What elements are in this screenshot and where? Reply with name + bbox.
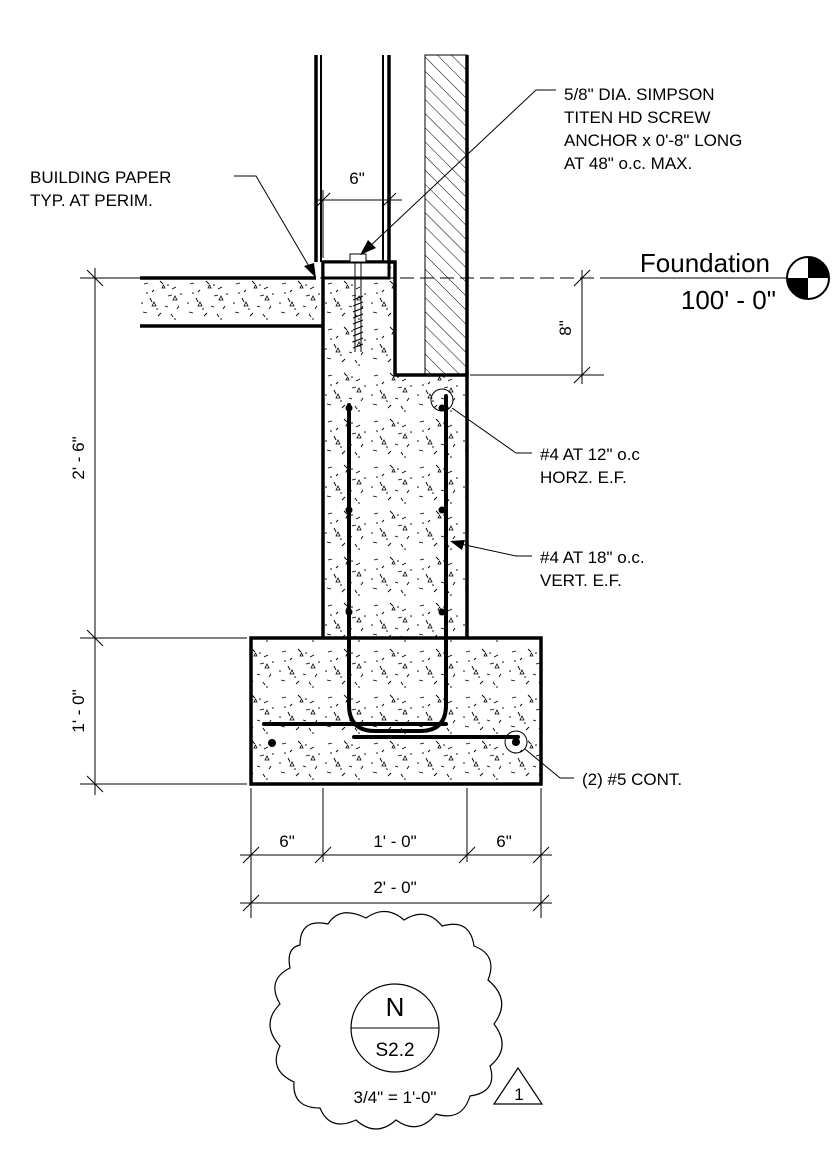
anchor-note-line-2: TITEN HD SCREW	[564, 108, 710, 127]
dim-step-depth-label: 8"	[556, 320, 575, 336]
dim-left-projection-label: 6"	[279, 832, 295, 851]
vert-rebar-note: #4 AT 18" o.c. VERT. E.F.	[450, 540, 649, 590]
anchor-note-line-4: AT 48" o.c. MAX.	[564, 154, 692, 173]
svg-text:BUILDING PAPER TYP. AT P: BUILDING PAPER TYP. AT PERIM.	[30, 168, 176, 210]
dimension-wall-height: 2' - 6" 1' - 0"	[69, 268, 247, 795]
building-paper-note-line-2: TYP. AT PERIM.	[30, 191, 153, 210]
vert-rebar-note-line-1: #4 AT 18" o.c.	[540, 548, 645, 567]
dim-wall-thickness-label: 1' - 0"	[373, 832, 416, 851]
rebar	[262, 394, 520, 747]
footing	[249, 636, 543, 786]
svg-text:5/8" DIA. SIMPSON TITEN: 5/8" DIA. SIMPSON TITEN HD SCREW ANCHOR …	[564, 85, 747, 173]
revision-number: 1	[514, 1085, 523, 1104]
anchor-leader-arrow-icon	[360, 240, 376, 255]
detail-callout: N S2.2 3/4" = 1'-0"	[350, 983, 440, 1107]
building-paper-note: BUILDING PAPER TYP. AT PERIM.	[30, 168, 316, 278]
sill-plate	[321, 260, 391, 280]
svg-text:#4 AT 18" o.c. VERT. E.F: #4 AT 18" o.c. VERT. E.F.	[540, 548, 649, 590]
level-elevation: 100' - 0"	[681, 285, 776, 315]
horz-rebar-note: #4 AT 12" o.c HORZ. E.F.	[430, 388, 645, 487]
detail-id: N	[386, 992, 405, 1022]
detail-scale: 3/4" = 1'-0"	[354, 1088, 437, 1107]
horz-rebar-note-line-1: #4 AT 12" o.c	[540, 445, 640, 464]
footing-rebar-note-text: (2) #5 CONT.	[582, 770, 682, 789]
stud-wall	[314, 54, 469, 376]
building-paper-note-line-1: BUILDING PAPER	[30, 168, 171, 187]
dim-wall-height-label: 2' - 6"	[69, 436, 88, 479]
vert-rebar-note-line-2: VERT. E.F.	[540, 571, 622, 590]
vert-rebar-leader-arrow-icon	[450, 540, 465, 550]
dim-footing-height-label: 1' - 0"	[69, 689, 88, 732]
dimension-sill-width: 6"	[315, 169, 402, 258]
level-name: Foundation	[640, 248, 770, 278]
dimension-step-depth: 8"	[470, 269, 604, 384]
anchor-note-line-3: ANCHOR x 0'-8" LONG	[564, 131, 742, 150]
detail-sheet: S2.2	[375, 1040, 414, 1061]
anchor-screw	[349, 253, 367, 352]
anchor-note-line-1: 5/8" DIA. SIMPSON	[564, 85, 715, 104]
dim-footing-width-label: 2' - 0"	[373, 878, 416, 897]
dim-sill-width-label: 6"	[349, 169, 365, 188]
revision-triangle-icon: 1	[492, 1066, 544, 1105]
dim-right-projection-label: 6"	[496, 832, 512, 851]
horizontal-rebar-dots	[268, 404, 520, 747]
svg-text:#4 AT 12" o.c HORZ. E.F.: #4 AT 12" o.c HORZ. E.F.	[540, 445, 645, 487]
anchor-note: 5/8" DIA. SIMPSON TITEN HD SCREW ANCHOR …	[360, 85, 747, 255]
level-target-icon	[786, 256, 830, 300]
dimension-footing-width: 6" 1' - 0" 6" 2' - 0"	[240, 788, 552, 918]
building-paper-leader-arrow-icon	[304, 263, 316, 278]
horz-rebar-note-line-2: HORZ. E.F.	[540, 468, 627, 487]
footing-rebar-note: (2) #5 CONT.	[504, 730, 682, 789]
concrete-slab	[140, 276, 323, 328]
foundation-level: Foundation 100' - 0"	[120, 248, 830, 315]
